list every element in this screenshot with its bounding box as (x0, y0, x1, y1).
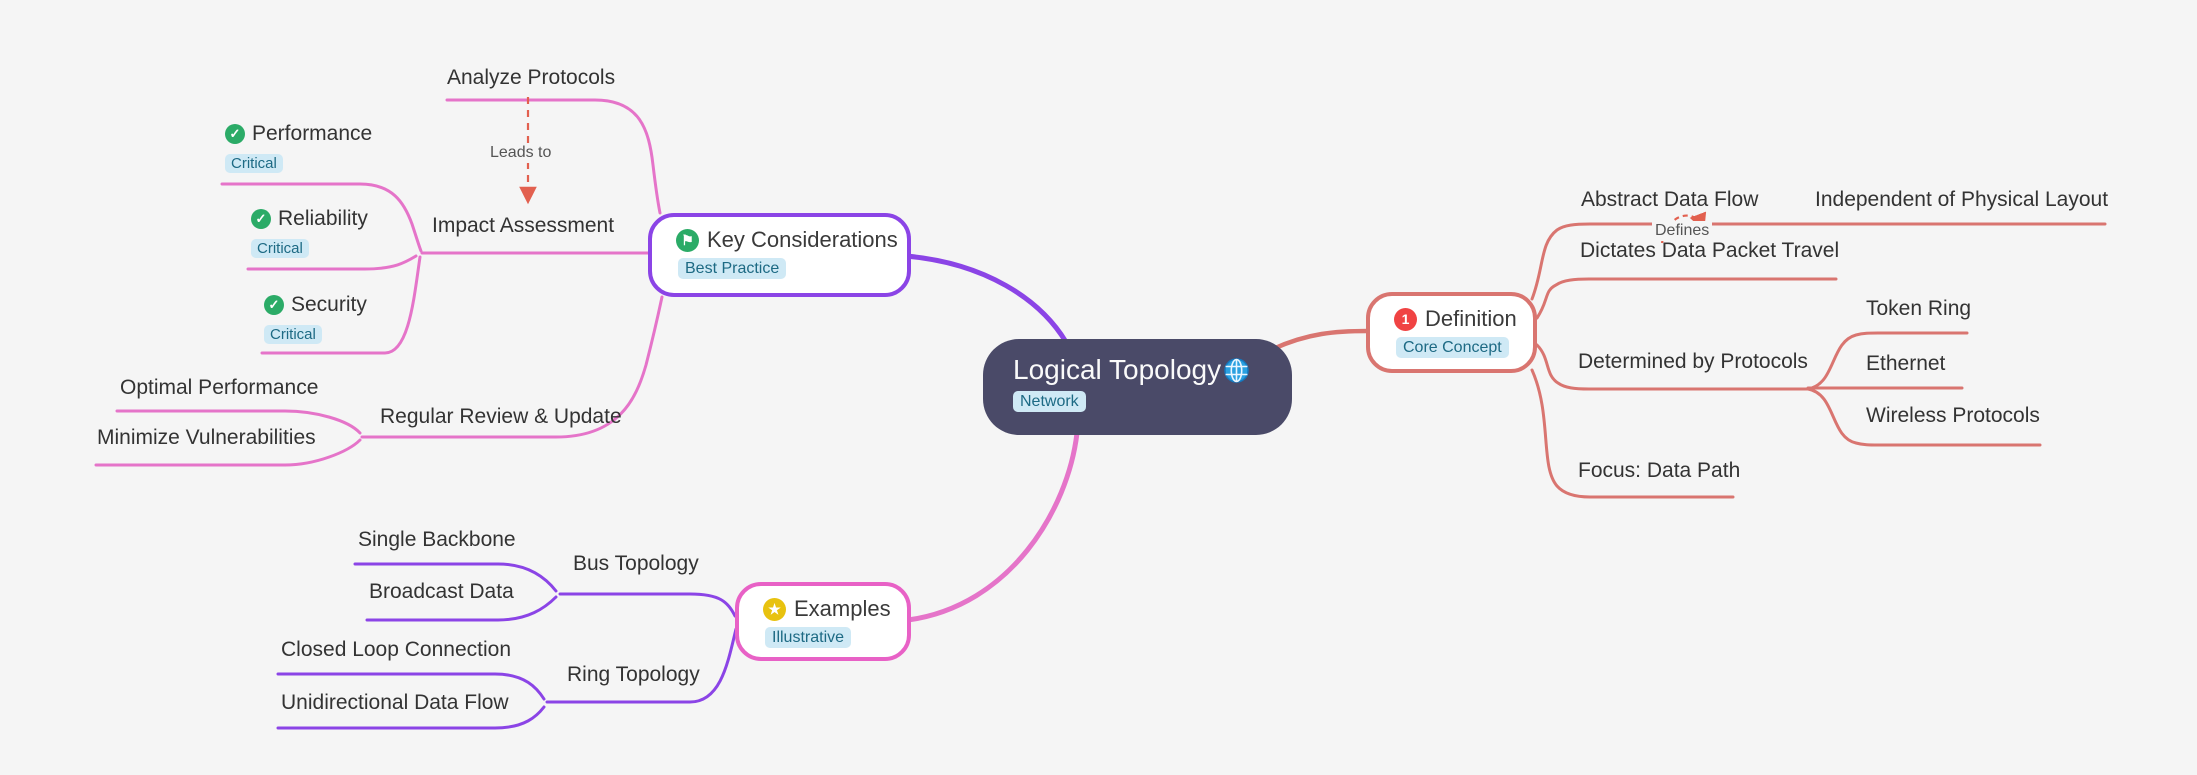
node-impact-assessment[interactable]: Impact Assessment (432, 214, 615, 237)
check-icon: ✓ (251, 208, 271, 229)
star-icon: ★ (763, 597, 786, 621)
node-closed-loop[interactable]: Closed Loop Connection (281, 638, 511, 661)
check-icon: ✓ (264, 294, 284, 315)
edge-closed-loop (276, 672, 546, 701)
edge-single-backbone (353, 562, 558, 593)
node-token-ring[interactable]: Token Ring (1866, 297, 1972, 320)
node-definition[interactable]: 1 Definition Core Concept (1366, 292, 1537, 373)
category-badge: Illustrative (765, 627, 852, 648)
edge-unidirectional (276, 705, 546, 730)
edge-analyze-protocols (445, 98, 662, 215)
edge-reliability (246, 254, 418, 271)
edge-focus-data-path (1530, 368, 1735, 499)
key-considerations-label: Key Considerations (707, 227, 898, 252)
node-key-considerations[interactable]: ⚑ Key Considerations Best Practice (648, 213, 911, 297)
link-root-key-considerations (903, 253, 1069, 345)
reliability-label: Reliability (278, 207, 368, 230)
edge-label-defines: Defines (1652, 221, 1713, 241)
edge-abstract-data-flow (1530, 222, 2107, 301)
edge-dictates-travel (1535, 277, 1838, 320)
node-determined-by-protocols[interactable]: Determined by Protocols (1578, 350, 1808, 373)
category-badge: Best Practice (678, 258, 787, 279)
edge-security (260, 255, 422, 355)
link-root-definition (1270, 328, 1371, 352)
link-root-examples (905, 430, 1080, 623)
definition-label: Definition (1425, 306, 1517, 331)
edge-regular-review (360, 295, 664, 439)
node-ethernet[interactable]: Ethernet (1866, 352, 1946, 375)
category-badge: Core Concept (1396, 337, 1509, 358)
node-examples[interactable]: ★ Examples Illustrative (735, 582, 911, 661)
examples-label: Examples (794, 596, 891, 621)
edge-ring-topology (545, 627, 738, 704)
flag-icon: ⚑ (676, 228, 699, 252)
node-optimal-performance[interactable]: Optimal Performance (120, 376, 319, 399)
edge-performance (220, 182, 423, 253)
edge-wireless-protocols (1806, 387, 2042, 447)
edge-broadcast-data (365, 595, 558, 622)
edge-optimal-performance (115, 409, 362, 435)
node-performance[interactable]: ✓ Performance Critical (225, 123, 372, 173)
node-ring-topology[interactable]: Ring Topology (567, 663, 700, 686)
status-badge: Critical (264, 325, 322, 344)
node-analyze-protocols[interactable]: Analyze Protocols (447, 66, 616, 89)
node-minimize-vulnerabilities[interactable]: Minimize Vulnerabilities (97, 426, 316, 449)
node-regular-review[interactable]: Regular Review & Update (380, 405, 622, 428)
node-focus-data-path[interactable]: Focus: Data Path (1578, 459, 1741, 482)
performance-label: Performance (252, 122, 373, 145)
root-label: Logical Topology (1013, 354, 1222, 385)
number-1-icon: 1 (1394, 307, 1417, 331)
node-single-backbone[interactable]: Single Backbone (358, 528, 516, 551)
edge-token-ring (1806, 331, 1969, 391)
node-bus-topology[interactable]: Bus Topology (573, 552, 699, 575)
edge-label-leads-to: Leads to (487, 143, 555, 163)
globe-icon (1224, 357, 1249, 383)
security-label: Security (291, 293, 367, 316)
check-icon: ✓ (225, 123, 245, 144)
node-security[interactable]: ✓ Security Critical (264, 294, 367, 344)
category-badge: Network (1013, 391, 1086, 412)
status-badge: Critical (225, 154, 283, 173)
node-root-logical-topology[interactable]: Logical Topology Network (983, 339, 1292, 435)
node-abstract-data-flow[interactable]: Abstract Data Flow (1581, 188, 1759, 211)
status-badge: Critical (251, 239, 309, 258)
edge-determined-by-protocols (1535, 343, 1810, 391)
edge-bus-topology (558, 592, 737, 618)
node-wireless-protocols[interactable]: Wireless Protocols (1866, 404, 2040, 427)
node-unidirectional[interactable]: Unidirectional Data Flow (281, 691, 509, 714)
node-independent-physical[interactable]: Independent of Physical Layout (1815, 188, 2109, 211)
node-reliability[interactable]: ✓ Reliability Critical (251, 208, 368, 258)
node-dictates-travel[interactable]: Dictates Data Packet Travel (1580, 239, 1840, 262)
node-broadcast-data[interactable]: Broadcast Data (369, 580, 514, 603)
edge-minimize-vulnerabilities (94, 438, 362, 467)
